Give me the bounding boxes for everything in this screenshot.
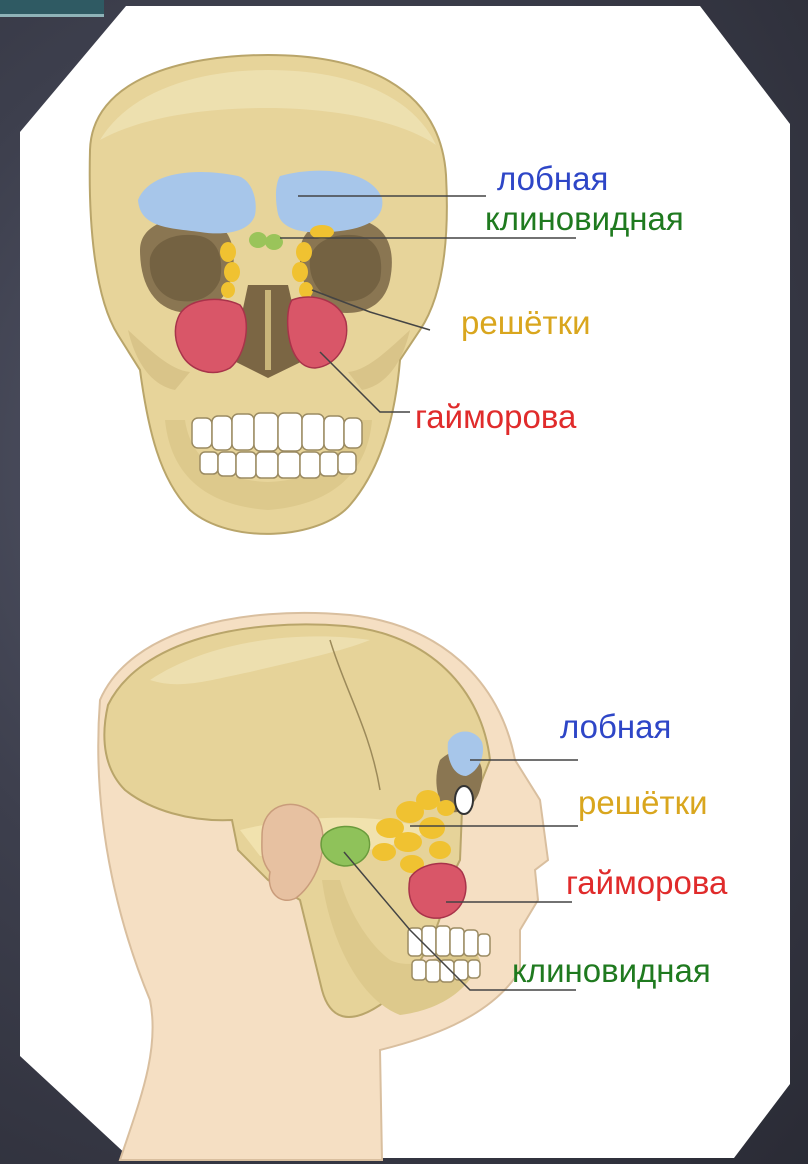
- front-skull-illustration: [90, 55, 576, 534]
- front-label-frontal: лобная: [497, 162, 608, 195]
- side-label-ethmoid: решётки: [578, 786, 708, 819]
- front-label-sphenoid: клиновидная: [485, 202, 684, 235]
- front-label-maxillary: гайморова: [415, 400, 576, 433]
- side-label-frontal: лобная: [560, 710, 671, 743]
- front-label-ethmoid: решётки: [461, 306, 591, 339]
- side-label-maxillary: гайморова: [566, 866, 727, 899]
- side-maxillary-sinus: [409, 863, 466, 918]
- side-sphenoid-sinus: [321, 826, 369, 866]
- front-maxillary-sinus-left: [175, 299, 246, 372]
- side-skull-illustration: [98, 613, 578, 1160]
- side-label-sphenoid: клиновидная: [512, 954, 711, 987]
